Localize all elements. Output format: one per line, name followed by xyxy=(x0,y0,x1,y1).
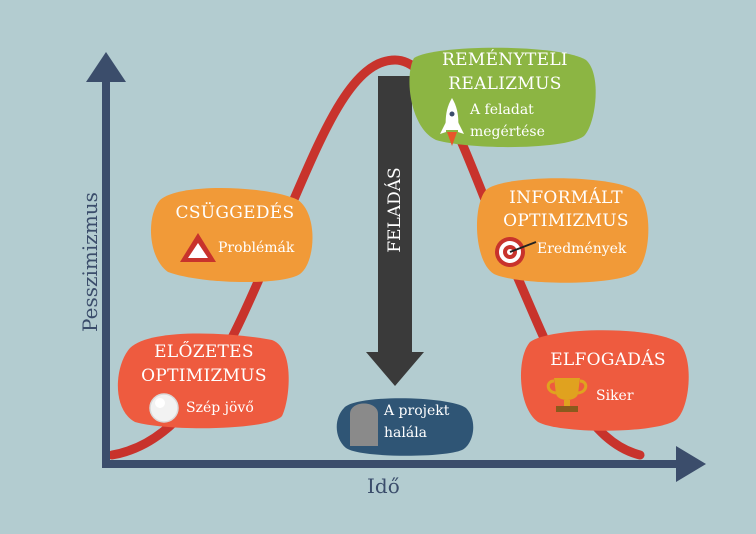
trophy-icon xyxy=(546,378,588,412)
tombstone-icon xyxy=(350,403,378,446)
warning-triangle-icon xyxy=(180,233,216,262)
y-axis xyxy=(86,52,126,468)
crystal-ball-icon xyxy=(149,393,179,423)
informed-optimism-title-2: OPTIMIZMUS xyxy=(503,211,629,231)
hopeful-realism-caption-1: A feladat xyxy=(470,102,534,118)
hopeful-realism-title-1: REMÉNYTELI xyxy=(442,50,568,70)
hopeful-realism-title-2: REALIZMUS xyxy=(448,74,562,94)
give-up-label: FELADÁS xyxy=(385,167,405,253)
give-up-arrow xyxy=(366,76,424,386)
rocket-icon xyxy=(440,98,464,146)
x-axis-label: Idő xyxy=(367,474,400,498)
informed-optimism-title-1: INFORMÁLT xyxy=(509,188,623,208)
project-death-caption-2: halála xyxy=(384,425,428,441)
acceptance-caption: Siker xyxy=(596,388,634,404)
initial-optimism-title-1: ELŐZETES xyxy=(154,342,254,362)
hopeful-realism-caption-2: megértése xyxy=(470,124,545,140)
initial-optimism-caption: Szép jövő xyxy=(186,400,254,416)
x-axis xyxy=(102,446,706,482)
blob-acceptance xyxy=(520,330,689,431)
initial-optimism-title-2: OPTIMIZMUS xyxy=(141,366,267,386)
y-axis-label: Pesszimizmus xyxy=(78,192,102,332)
acceptance-title: ELFOGADÁS xyxy=(550,350,666,370)
project-death-caption-1: A projekt xyxy=(384,403,450,419)
target-icon xyxy=(495,237,537,267)
informed-optimism-caption: Eredmények xyxy=(537,241,627,257)
despair-title: CSÜGGEDÉS xyxy=(175,203,295,223)
despair-caption: Problémák xyxy=(218,240,295,256)
